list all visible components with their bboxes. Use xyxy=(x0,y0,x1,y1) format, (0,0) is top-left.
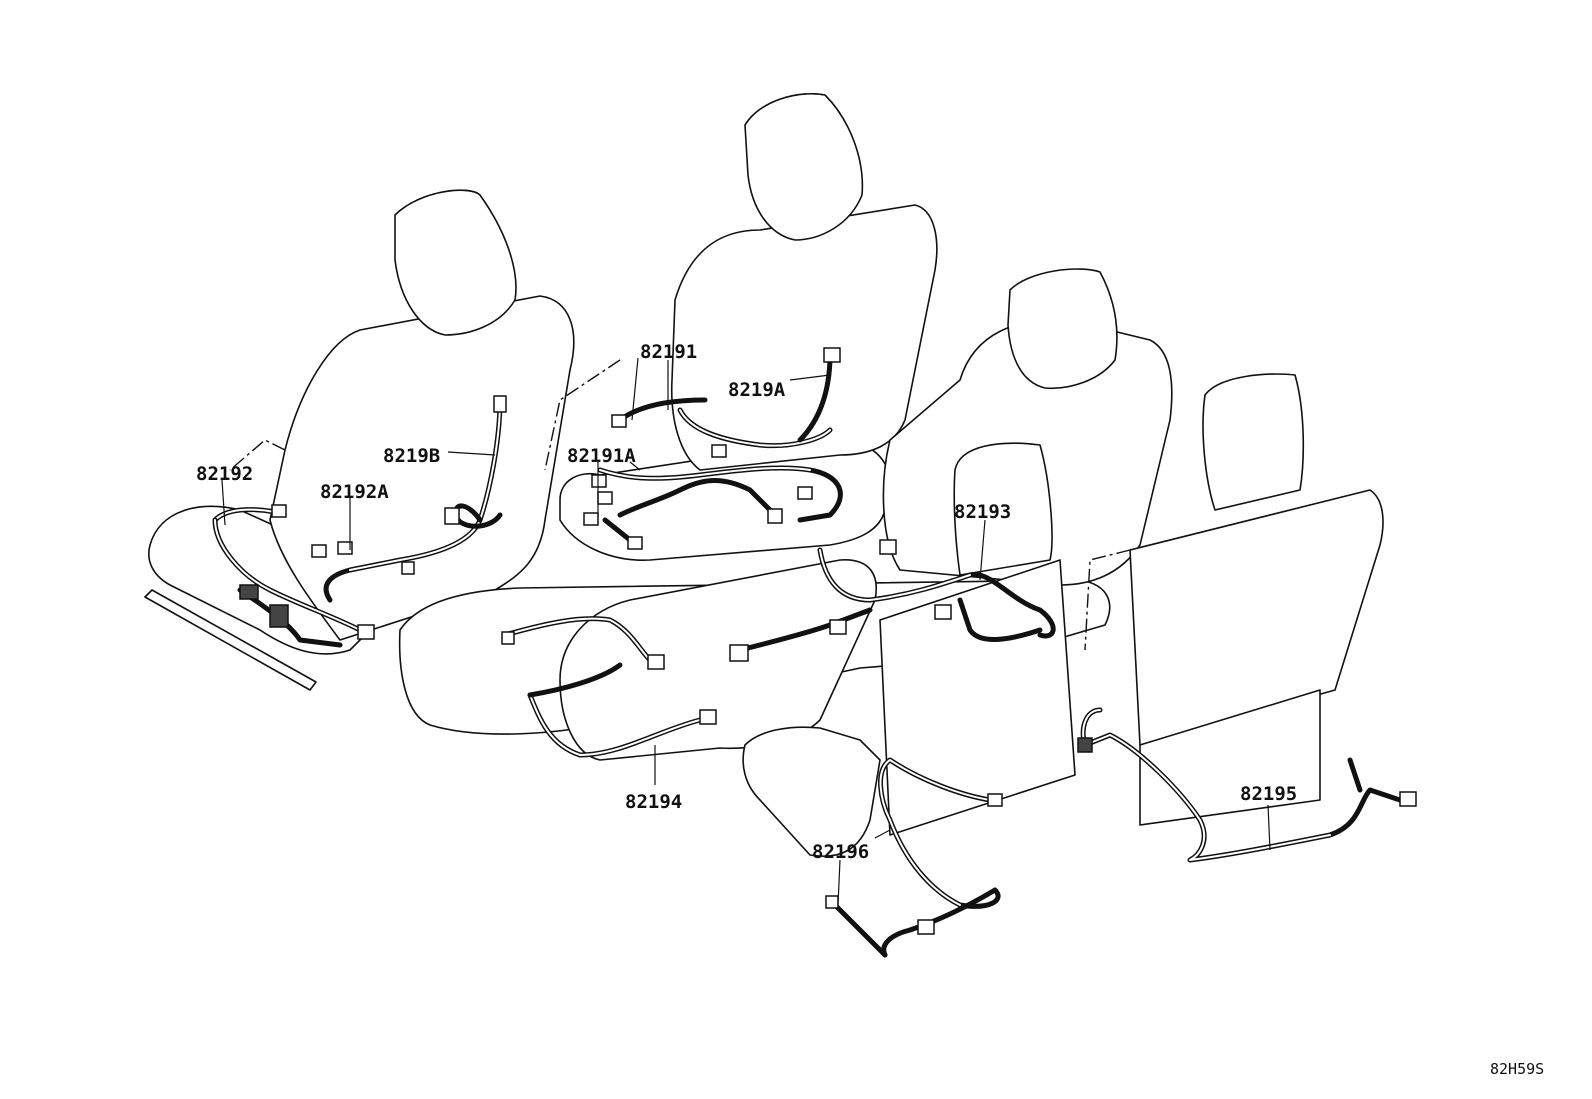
callout-8219A: 8219A xyxy=(728,379,786,401)
front-right-seat xyxy=(544,93,938,561)
callout-82194: 82194 xyxy=(625,791,682,813)
callout-8219B: 8219B xyxy=(383,445,440,467)
drawing-code: 82H59S xyxy=(1490,1060,1544,1078)
leader-lines xyxy=(221,357,1271,906)
callout-82191: 82191 xyxy=(640,341,697,363)
callout-82195: 82195 xyxy=(1240,783,1297,805)
callout-82196: 82196 xyxy=(812,841,869,863)
callout-82192: 82192 xyxy=(196,463,253,485)
callout-82193: 82193 xyxy=(954,501,1011,523)
third-row-seat xyxy=(742,373,1384,857)
callout-82191A: 82191A xyxy=(567,445,636,467)
callout-82192A: 82192A xyxy=(320,481,389,503)
callouts: 82191 8219A 8219B 82191A 82192 82192A 82… xyxy=(196,341,1544,1078)
connectors xyxy=(239,347,1417,935)
